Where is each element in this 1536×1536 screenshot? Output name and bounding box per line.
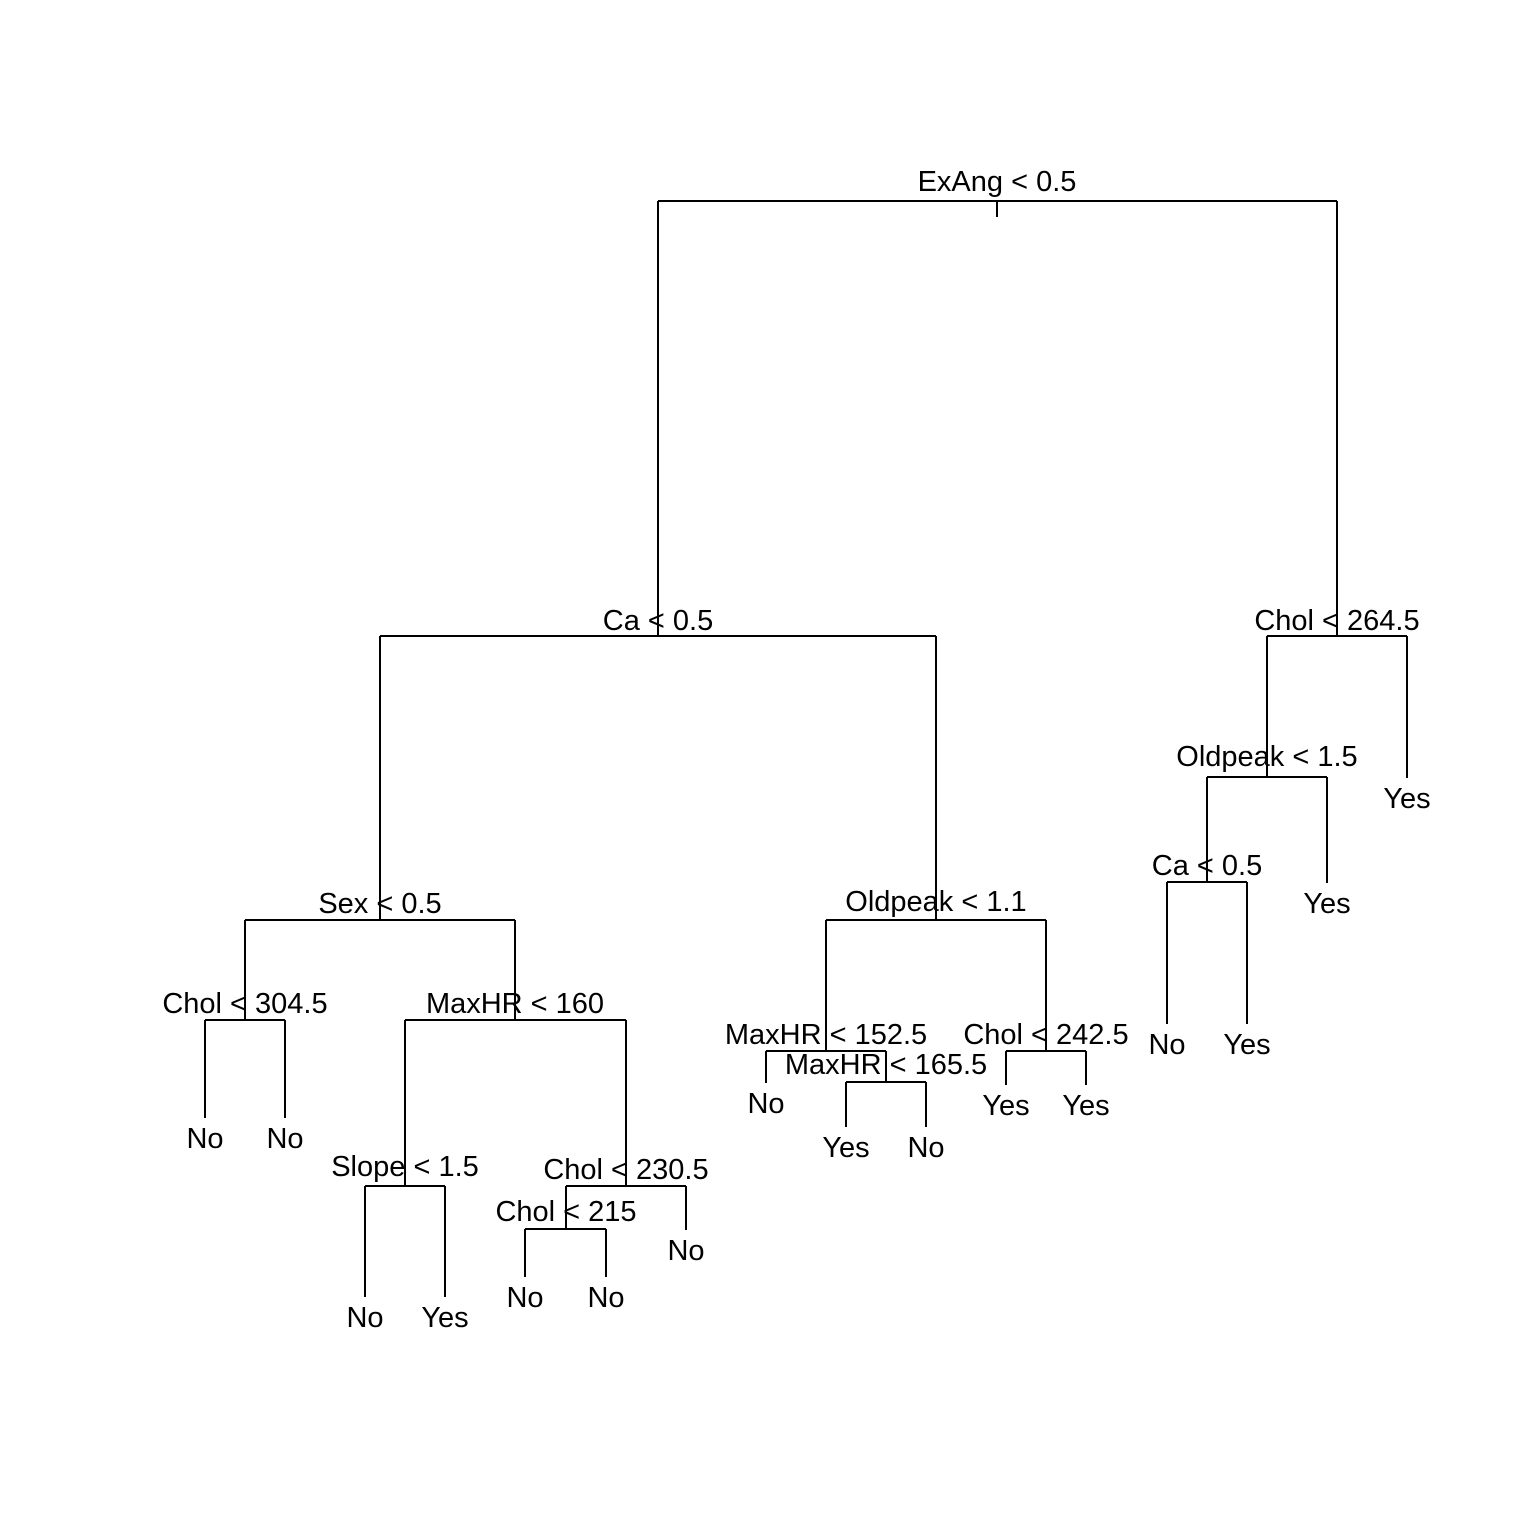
leaf-label: Yes — [1062, 1090, 1109, 1122]
split-label: MaxHR < 160 — [426, 988, 604, 1020]
leaf-label: Yes — [822, 1132, 869, 1164]
leaf-label: No — [747, 1088, 784, 1120]
split-label: Oldpeak < 1.5 — [1176, 741, 1357, 773]
leaf-label: Yes — [421, 1302, 468, 1334]
leaf-label: Yes — [1303, 888, 1350, 920]
split-label: Ca < 0.5 — [603, 605, 713, 637]
tree-edges — [204, 200, 1408, 1297]
split-label: Chol < 304.5 — [162, 988, 327, 1020]
split-label: Sex < 0.5 — [318, 888, 441, 920]
leaf-label: No — [186, 1123, 223, 1155]
leaf-label: No — [346, 1302, 383, 1334]
leaf-label: Yes — [982, 1090, 1029, 1122]
split-label: Chol < 264.5 — [1254, 605, 1419, 637]
split-label: Chol < 230.5 — [543, 1154, 708, 1186]
split-label: Oldpeak < 1.1 — [845, 886, 1026, 918]
leaf-label: No — [506, 1282, 543, 1314]
leaf-label: No — [907, 1132, 944, 1164]
split-label: MaxHR < 152.5 — [725, 1019, 927, 1051]
split-label: Chol < 242.5 — [963, 1019, 1128, 1051]
leaf-label: No — [266, 1123, 303, 1155]
split-label: Chol < 215 — [495, 1196, 636, 1228]
split-label: Ca < 0.5 — [1152, 850, 1262, 882]
split-label: MaxHR < 165.5 — [785, 1049, 987, 1081]
leaf-label: Yes — [1223, 1029, 1270, 1061]
split-label: Slope < 1.5 — [331, 1151, 479, 1183]
leaf-label: No — [587, 1282, 624, 1314]
leaf-label: No — [1148, 1029, 1185, 1061]
leaf-label: No — [667, 1235, 704, 1267]
leaf-label: Yes — [1383, 783, 1430, 815]
split-label: ExAng < 0.5 — [918, 166, 1077, 198]
